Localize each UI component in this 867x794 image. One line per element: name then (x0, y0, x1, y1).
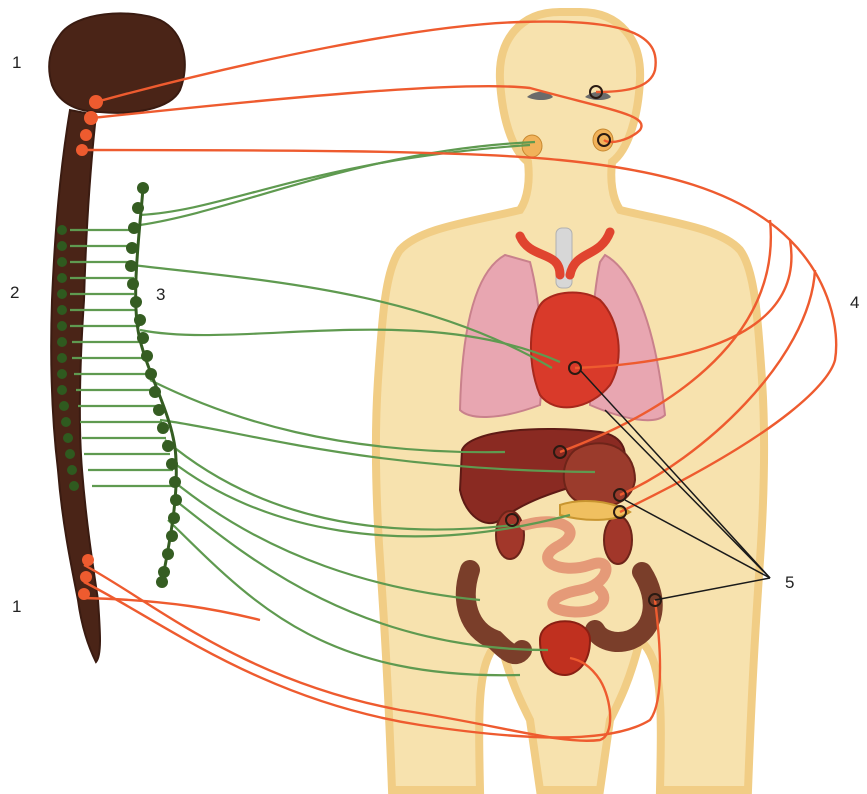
ganglion (162, 548, 174, 560)
spinal-cord (51, 110, 100, 662)
cord-ganglion (57, 241, 67, 251)
cord-ganglion (57, 385, 67, 395)
ganglion (158, 566, 170, 578)
ganglion (166, 458, 178, 470)
label-2-thoracolumbar: 2 (10, 283, 19, 302)
ganglion (126, 242, 138, 254)
ganglion (137, 332, 149, 344)
ganglion (130, 296, 142, 308)
ganglion (132, 202, 144, 214)
cord-ganglion (57, 273, 67, 283)
right-kidney (604, 516, 632, 564)
ganglion (168, 512, 180, 524)
cord-ganglion (57, 321, 67, 331)
label-4-parasympathetic: 4 (850, 293, 859, 312)
cord-ganglion (57, 305, 67, 315)
ganglion (156, 576, 168, 588)
left-kidney (496, 511, 524, 559)
ganglion (162, 440, 174, 452)
cord-ganglion (57, 225, 67, 235)
cord-ganglion (63, 433, 73, 443)
ganglion (170, 494, 182, 506)
label-1-brain: 1 (12, 53, 21, 72)
cord-ganglion (57, 337, 67, 347)
ganglion (157, 422, 169, 434)
label-3-sympathetic-chain: 3 (156, 285, 165, 304)
ganglion (125, 260, 137, 272)
bladder (540, 621, 590, 675)
brain (49, 13, 185, 112)
ganglion (153, 404, 165, 416)
ganglion (134, 314, 146, 326)
cord-ganglion (67, 465, 77, 475)
cord-ganglion (69, 481, 79, 491)
label-1-sacral: 1 (12, 597, 21, 616)
ganglion (141, 350, 153, 362)
cord-ganglion (57, 289, 67, 299)
ganglion (145, 368, 157, 380)
cord-ganglion (57, 353, 67, 363)
ganglion (127, 278, 139, 290)
ganglion (169, 476, 181, 488)
stomach (564, 443, 635, 507)
sympathetic-ganglia (125, 182, 182, 588)
ganglion (166, 530, 178, 542)
ganglion (137, 182, 149, 194)
cord-ganglion (57, 369, 67, 379)
cord-ganglion (59, 401, 69, 411)
ganglion (128, 222, 140, 234)
cord-ganglion (65, 449, 75, 459)
ganglion (149, 386, 161, 398)
cord-ganglion (57, 257, 67, 267)
label-5-nerve-endings: 5 (785, 573, 794, 592)
cord-ganglion (61, 417, 71, 427)
heart (531, 293, 619, 408)
